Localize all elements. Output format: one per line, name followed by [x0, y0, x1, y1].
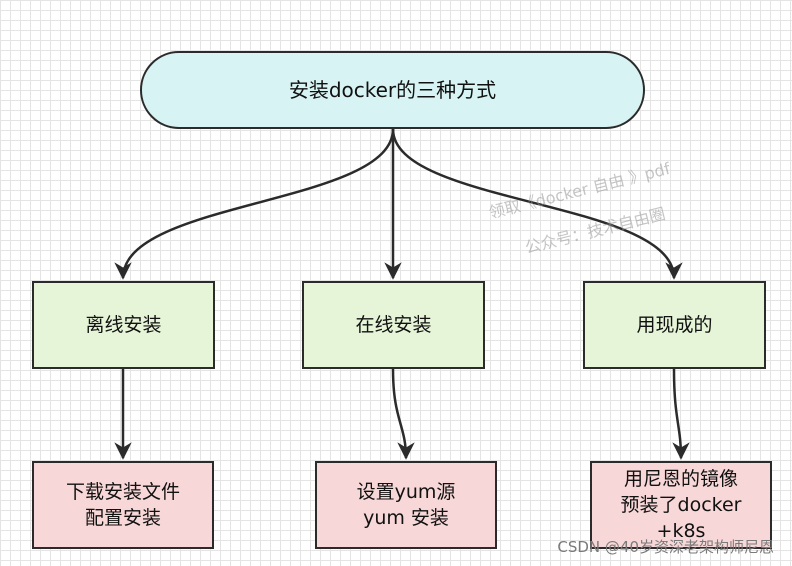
method-node-ready: 用现成的	[583, 281, 766, 369]
detail-line: 下载安装文件	[65, 481, 180, 503]
method-node-online: 在线安装	[302, 281, 485, 369]
diagram-title-node: 安装docker的三种方式	[140, 51, 645, 129]
method-label-online: 在线安装	[355, 314, 432, 336]
method-label-offline: 离线安装	[85, 314, 162, 336]
diagram-title: 安装docker的三种方式	[288, 78, 497, 102]
detail-node-ready: 用尼恩的镜像 预装了docker +k8s	[590, 461, 772, 549]
detail-line: 配置安装	[84, 507, 161, 529]
detail-line: 设置yum源	[356, 481, 456, 503]
method-node-offline: 离线安装	[32, 281, 215, 369]
arrow-title-to-ready	[391, 128, 683, 280]
csdn-credit: CSDN @40岁资深老架构师尼恩	[557, 538, 774, 556]
detail-line: 用尼恩的镜像	[623, 468, 738, 490]
detail-line: yum 安装	[363, 507, 449, 529]
detail-line: 预装了docker	[620, 494, 742, 516]
detail-line: +k8s	[656, 520, 706, 542]
arrow-title-to-offline	[114, 128, 395, 280]
method-label-ready: 用现成的	[636, 314, 713, 336]
arrow-ready-to-detail	[672, 368, 690, 460]
detail-node-online: 设置yum源 yum 安装	[315, 461, 497, 549]
detail-node-offline: 下载安装文件 配置安装	[32, 461, 214, 549]
arrow-online-to-detail	[391, 368, 415, 460]
